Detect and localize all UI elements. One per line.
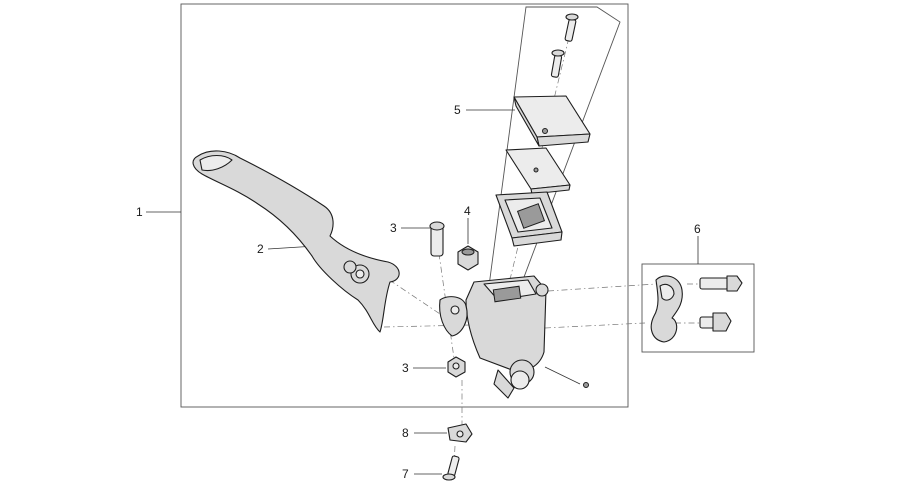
clamp-bolt-upper (699, 275, 743, 292)
reference-dot (583, 382, 589, 388)
reservoir-kit-frame (486, 6, 621, 302)
cap-screw-lower (550, 49, 565, 78)
callout-6-label: 6 (694, 222, 701, 236)
pivot-bolt (429, 221, 445, 257)
reservoir-seal-plate (495, 191, 563, 247)
pivot-nut (447, 356, 466, 378)
master-cylinder-body (439, 275, 589, 399)
switch-bracket (447, 423, 473, 443)
reservoir-cap (513, 95, 591, 147)
adjuster-nut (457, 245, 479, 271)
assembly-frame (180, 3, 629, 408)
leader-lines (146, 109, 699, 475)
cap-screw-upper (564, 13, 579, 42)
handlebar-clamp (650, 275, 683, 343)
callout-3-upper-label: 3 (390, 221, 397, 235)
callout-4-label: 4 (464, 204, 471, 218)
callout-3-lower-label: 3 (402, 361, 409, 375)
bracket-screw (442, 455, 460, 481)
callout-8-label: 8 (402, 426, 409, 440)
callout-7-label: 7 (402, 467, 409, 481)
reservoir-diaphragm (505, 147, 571, 195)
clutch-lever (192, 150, 400, 333)
callout-5-label: 5 (454, 103, 461, 117)
callout-2-label: 2 (257, 242, 264, 256)
callout-1-label: 1 (136, 205, 143, 219)
assembly-lines (366, 24, 700, 467)
clamp-bolt-lower (699, 312, 732, 332)
